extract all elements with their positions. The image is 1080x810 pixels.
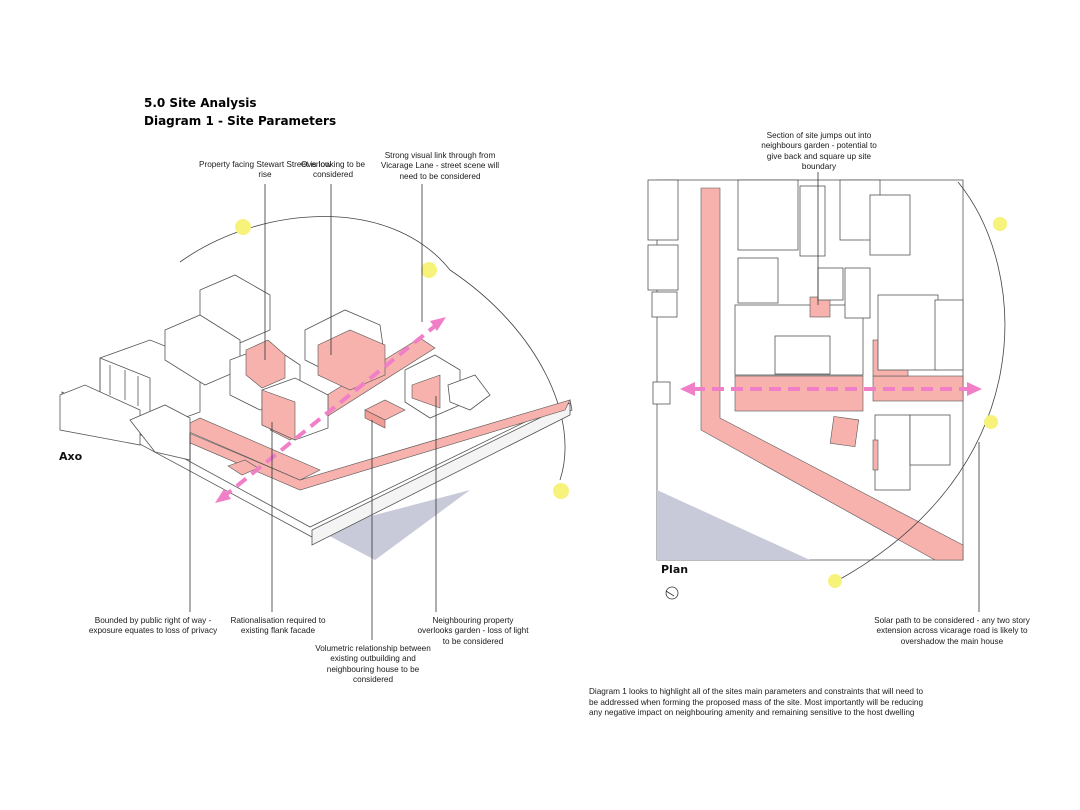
annotation-right-of-way: Bounded by public right of way - exposur… [88,616,218,636]
diagram-description: Diagram 1 looks to highlight all of the … [589,687,924,718]
plan-tag: Plan [661,563,689,576]
axo-sun-1 [235,219,251,235]
plan-drawing [647,172,1007,612]
plan-sun-1 [993,217,1007,231]
north-point-icon [665,586,679,600]
annotation-volumetric: Volumetric relationship between existing… [315,644,431,685]
axo-drawing [59,184,573,640]
diagram-title: Diagram 1 - Site Parameters [144,114,337,128]
annotation-flank-facade: Rationalisation required to existing fla… [230,616,326,636]
axo-overlooking-property [317,329,386,391]
plan-shadow [657,490,810,560]
annotation-boundary: Section of site jumps out into neighbour… [761,131,877,172]
plan-sun-3 [828,574,842,588]
axo-sun-3 [553,483,569,499]
plan-right-of-way [700,187,964,561]
axo-shadow [318,490,470,560]
axo-neighbouring-property [411,374,441,409]
annotation-overlooking: Overlooking to be considered [300,160,366,180]
axo-tag: Axo [59,450,83,463]
plan-sun-2 [984,415,998,429]
axo-low-rise-property [245,339,286,389]
annotation-visual-link: Strong visual link through from Vicarage… [380,151,500,181]
axo-view-arrow [220,320,442,500]
section-title: 5.0 Site Analysis [144,96,257,110]
plan-solar-arc [834,181,1006,583]
plan-vicarage-road-left [734,375,864,412]
axo-sun-2 [421,262,437,278]
annotation-low-rise: Property facing Stewart Street is low ri… [199,160,331,180]
annotation-neighbouring-property: Neighbouring property overlooks garden -… [417,616,529,646]
axo-host-flank-facade [261,389,296,441]
plan-outbuilding [829,416,860,448]
annotation-solar-path: Solar path to be considered - any two st… [874,616,1030,646]
